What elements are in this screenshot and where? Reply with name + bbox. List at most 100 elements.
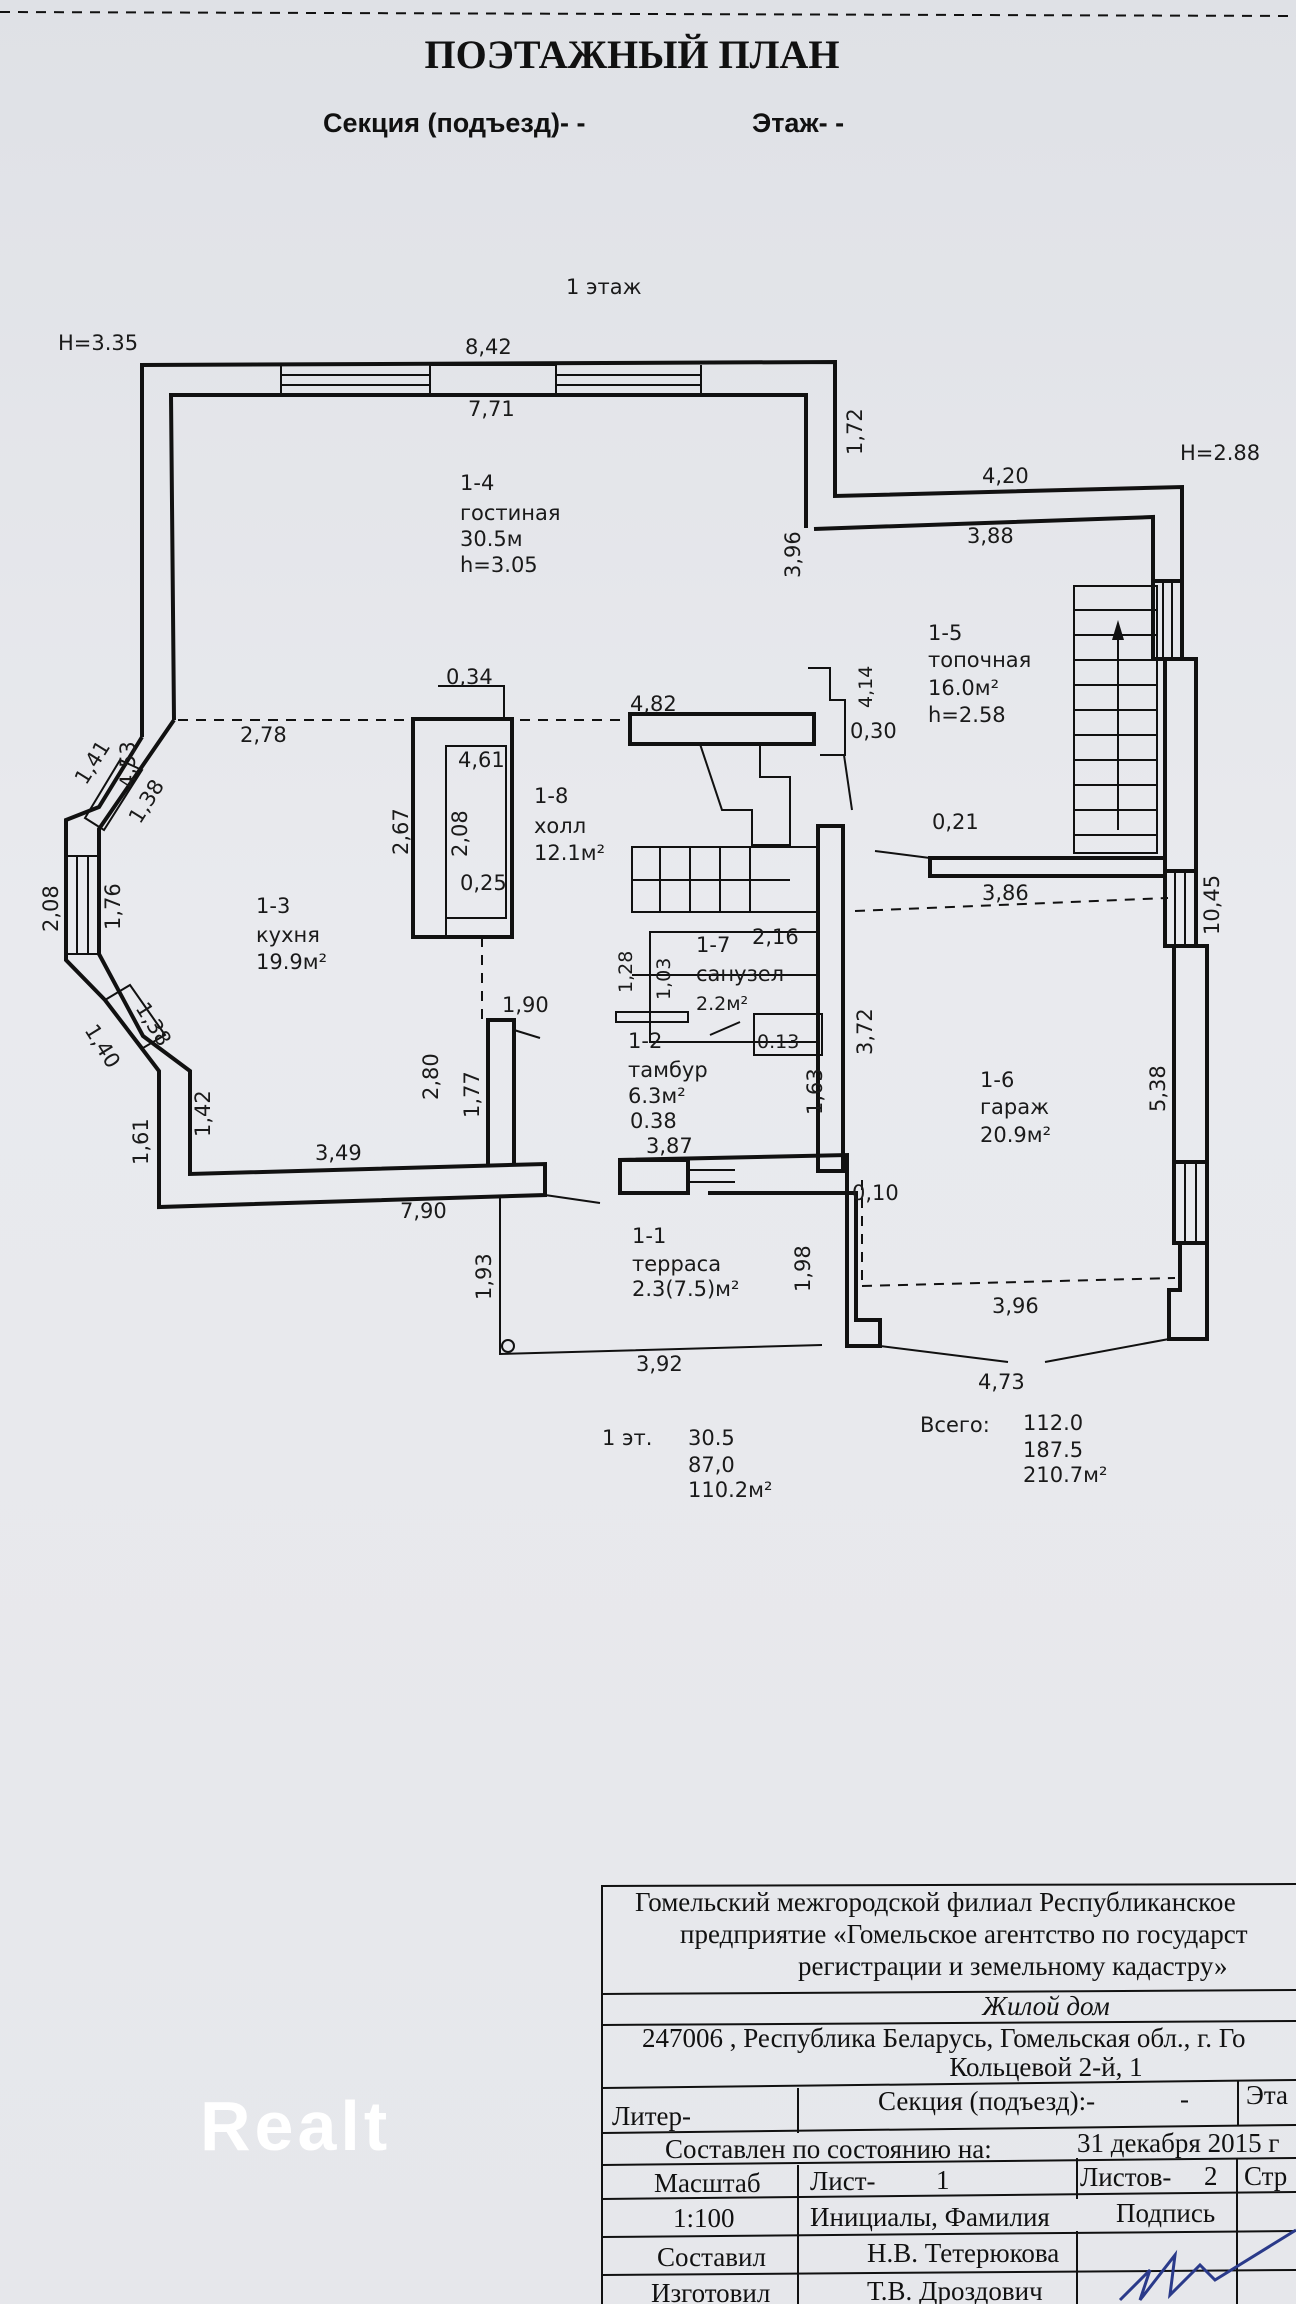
dimension: 2,08 [39,885,63,932]
section-label: Секция (подъезд)- - [323,108,585,138]
dimension: 1,72 [843,408,867,455]
dimension: 0.13 [757,1031,799,1053]
height-left: H=3.35 [58,331,138,355]
dimension: 0,34 [446,665,493,689]
initials-label: Инициалы, Фамилия [810,2202,1050,2232]
dimension: 0,30 [850,719,897,743]
dimension: 4,20 [982,464,1029,488]
grand-total-value: 112.0 [1023,1411,1083,1435]
dimension: 1,28 [615,951,637,993]
dimension: 4,82 [630,692,677,716]
page-title: ПОЭТАЖНЫЙ ПЛАН [425,32,840,77]
dimension: 3,92 [636,1352,683,1376]
grand-total-value: 210.7м² [1023,1463,1107,1487]
room-area: 12.1м² [534,841,605,865]
dimension: 2,08 [448,810,472,857]
room-number: 1-7 [696,933,730,957]
org-line: Гомельский межгородской филиал Республик… [635,1887,1236,1917]
floor-total-value: 110.2м² [688,1478,772,1502]
dimension: 1,03 [653,958,675,1000]
page-label: Стр [1244,2161,1287,2191]
dimension: 10,45 [1200,875,1224,935]
room-name: гостиная [460,501,561,525]
room-name: кухня [256,923,320,947]
room-height: h=2.58 [928,703,1006,727]
object-type: Жилой дом [981,1991,1109,2021]
compiled-date: 31 декабря 2015 г [1077,2128,1279,2158]
room-height: h=3.05 [460,553,538,577]
grand-total-value: 187.5 [1023,1438,1083,1462]
height-right: H=2.88 [1180,441,1260,465]
sheets-label: Листов- [1080,2162,1171,2192]
room-number: 1-6 [980,1068,1014,1092]
room-area: 16.0м² [928,676,999,700]
dimension: 2,16 [752,925,799,949]
address-line: 247006 , Республика Беларусь, Гомельская… [642,2023,1245,2053]
dimension: 2,67 [389,808,413,855]
address-line: Кольцевой 2-й, 1 [949,2052,1142,2082]
dimension: 0.38 [630,1109,677,1133]
sheets-value: 2 [1204,2161,1218,2191]
dimension: 0,25 [460,871,507,895]
scale-value: 1:100 [673,2203,735,2233]
grand-total-label: Всего: [920,1413,990,1437]
org-line: регистрации и земельному кадастру» [798,1951,1228,1981]
dimensions: H=3.35 H=2.88 8,42 7,71 1,72 4,20 3,88 3… [39,331,1260,1394]
made-by-label: Изготовил [651,2278,770,2304]
room-name: санузел [696,962,784,986]
realt-watermark: Realt [200,2087,391,2165]
liter-label: Литер- [612,2101,691,2131]
room-area: 2.3(7.5)м² [632,1277,739,1301]
dimension: 3,72 [853,1008,877,1055]
dimension: 3,49 [315,1141,362,1165]
section-field: Секция (подъезд):- [878,2086,1095,2116]
section-value: - [1180,2084,1189,2114]
sheet-edge-line [0,11,1296,17]
dimension: 4,73 [978,1370,1025,1394]
compiled-by-label: Составил [657,2242,766,2272]
floor-label: Этаж- - [752,108,844,138]
sheet-value: 1 [936,2165,950,2195]
dimension: 7,90 [400,1199,447,1223]
room-labels: 1-4 гостиная 30.5м h=3.05 1-5 топочная 1… [256,471,1051,1301]
dimension: 3,96 [781,531,805,578]
stair-arrow-icon [1112,620,1124,640]
dimension: 1,42 [191,1090,215,1137]
room-number: 1-4 [460,471,494,495]
room-area: 6.3м² [628,1084,686,1108]
dimension: 1,61 [129,1118,153,1165]
dimension: 3,96 [992,1294,1039,1318]
signature-label: Подпись [1116,2198,1215,2228]
room-name: гараж [980,1095,1049,1119]
dimension: 3,87 [646,1134,693,1158]
room-area: 2.2м² [696,993,748,1015]
room-number: 1-5 [928,621,962,645]
compiled-as-of-label: Составлен по состоянию на: [665,2134,992,2164]
dimension: 0,10 [852,1181,899,1205]
area-totals: 1 эт. 30.5 87,0 110.2м² Всего: 112.0 187… [602,1411,1107,1502]
walls [64,359,1209,1363]
room-number: 1-3 [256,894,290,918]
signature-scribble [1118,2228,1296,2302]
room-area: 19.9м² [256,950,327,974]
room-area: 20.9м² [980,1123,1051,1147]
org-line: предприятие «Гомельское агентство по гос… [680,1919,1248,1949]
dimension: 2,80 [419,1053,443,1100]
dimension: 1,63 [803,1068,827,1115]
room-number: 1-2 [628,1029,662,1053]
room-name: топочная [928,648,1031,672]
floor-total-value: 87,0 [688,1453,735,1477]
dimension: 4,53 [116,741,140,788]
floor-field: Эта [1246,2080,1288,2110]
dimension: 7,71 [468,397,515,421]
floor-name: 1 этаж [566,275,642,299]
room-name: тамбур [628,1058,708,1082]
dimension: 4,14 [855,666,877,708]
room-name: терраса [632,1252,721,1276]
dimension: 2,78 [240,723,287,747]
dimension: 3,88 [967,524,1014,548]
room-area: 30.5м [460,527,523,551]
dimension: 1,98 [791,1245,815,1292]
floor-total-label: 1 эт. [602,1426,652,1450]
